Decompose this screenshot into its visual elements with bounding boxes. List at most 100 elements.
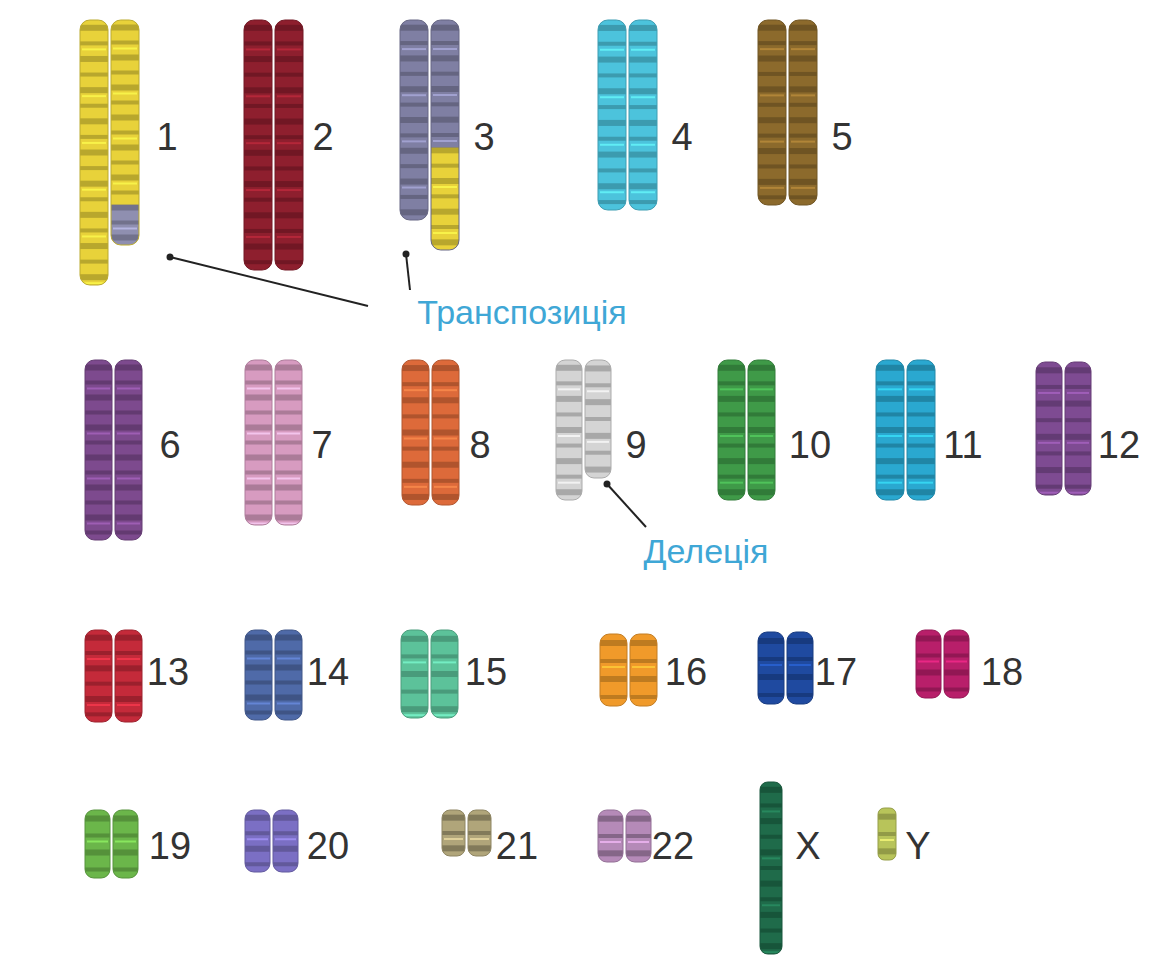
chromosome-band <box>1036 467 1062 473</box>
chromosome-band <box>556 444 582 448</box>
chromosome-band <box>82 142 106 144</box>
chromosome-segment <box>275 630 302 720</box>
chromosome-outline <box>758 20 786 205</box>
chromosome-band <box>277 95 301 97</box>
chromosome-band <box>85 425 112 431</box>
chromosome-band <box>245 441 272 445</box>
chromosome-band <box>718 489 745 495</box>
chromosome-band <box>587 441 609 443</box>
chromosome-band <box>275 119 303 125</box>
chromosome-band <box>585 417 611 421</box>
chromosome <box>787 632 813 704</box>
chromosome-band <box>916 688 941 692</box>
chromosome-band <box>434 438 457 440</box>
chromosome-band <box>275 665 302 671</box>
chromosome-outline <box>85 630 112 722</box>
chromosome-band <box>432 414 459 418</box>
chromosome-band <box>244 41 272 45</box>
chromosome-segment <box>400 20 428 220</box>
chromosome-segment <box>1065 362 1091 495</box>
chromosome-band <box>245 515 272 521</box>
chromosome <box>629 20 657 210</box>
chromosome-segment <box>275 360 302 525</box>
chromosome-band <box>432 365 459 371</box>
chromosome-band <box>789 164 817 168</box>
chromosome-band <box>245 862 270 866</box>
chromosome-band <box>1036 434 1062 440</box>
chromosome-band <box>277 433 300 435</box>
chromosome-band <box>876 381 904 385</box>
chromosome-band <box>720 482 743 484</box>
chromosome-band <box>598 42 626 46</box>
chromosome-outline <box>630 634 657 706</box>
chromosome-band <box>718 365 745 371</box>
chromosome-segment <box>273 810 298 872</box>
chromosome-band <box>400 164 428 168</box>
chromosome-band <box>431 41 459 45</box>
chromosome-band <box>244 150 272 156</box>
chromosome-band <box>598 73 626 77</box>
chromosome-band <box>244 56 272 62</box>
chromosome <box>275 360 302 525</box>
chromosome-band <box>85 834 110 838</box>
label-holder: 5 <box>831 118 852 156</box>
chromosome-band <box>600 49 624 51</box>
chromosome-number: 2 <box>312 118 333 156</box>
chromosome-band <box>85 455 112 461</box>
chromosome-band <box>431 209 459 215</box>
chromosome-band <box>600 676 627 682</box>
chromosome-band <box>85 531 112 535</box>
chromosome <box>400 20 428 220</box>
chromosome-band <box>402 414 429 418</box>
chromosome-outline <box>245 810 270 872</box>
chromosome-band <box>115 696 142 702</box>
chromosome <box>85 360 112 540</box>
chromosome-band <box>558 388 580 390</box>
chromosome <box>113 810 138 878</box>
chromosome <box>789 20 817 205</box>
chromosome-segment <box>245 810 270 872</box>
chromosome-band <box>87 478 110 480</box>
chromosome-band <box>113 228 137 230</box>
chromosome-band <box>402 397 429 403</box>
chromosome-band <box>115 501 142 505</box>
chromosome-band <box>244 244 272 250</box>
chromosome-band <box>111 55 139 61</box>
chromosome-segment <box>626 810 651 862</box>
chromosome-band <box>82 235 106 237</box>
chromosome-band <box>80 166 108 170</box>
chromosome <box>401 630 428 718</box>
label-holder: 18 <box>981 653 1023 691</box>
chromosome-band <box>760 664 782 666</box>
chromosome-segment <box>629 20 657 210</box>
chromosome-outline <box>245 360 272 525</box>
chromosome-segment <box>760 782 782 954</box>
chromosome-number: 17 <box>815 653 857 691</box>
chromosome-band <box>1036 418 1062 422</box>
chromosome-band <box>432 382 459 386</box>
chromosome-number: 7 <box>311 426 332 464</box>
chromosome-band <box>760 929 782 933</box>
chromosome-band <box>245 831 270 835</box>
label-holder: 14 <box>307 653 349 691</box>
chromosome-band <box>629 57 657 63</box>
chromosome-band <box>246 95 270 97</box>
chromosome-segment <box>431 148 459 250</box>
chromosome-band <box>629 105 657 109</box>
chromosome-band <box>402 94 426 96</box>
chromosome-band <box>275 166 303 170</box>
chromosome <box>1065 362 1091 495</box>
chromosome-band <box>277 478 300 480</box>
chromosome-band <box>468 815 491 821</box>
chromosome-band <box>791 94 815 96</box>
chromosome-segment <box>401 630 428 718</box>
chromosome-outline <box>718 360 745 500</box>
leader-lines <box>167 251 647 528</box>
chromosome-band <box>80 243 108 249</box>
chromosome-band <box>401 690 428 694</box>
chromosome-band <box>400 148 428 154</box>
chromosome-segment <box>111 205 139 245</box>
chromosome-band <box>432 447 459 451</box>
chromosome-band <box>918 661 939 663</box>
chromosome-band <box>585 383 611 387</box>
